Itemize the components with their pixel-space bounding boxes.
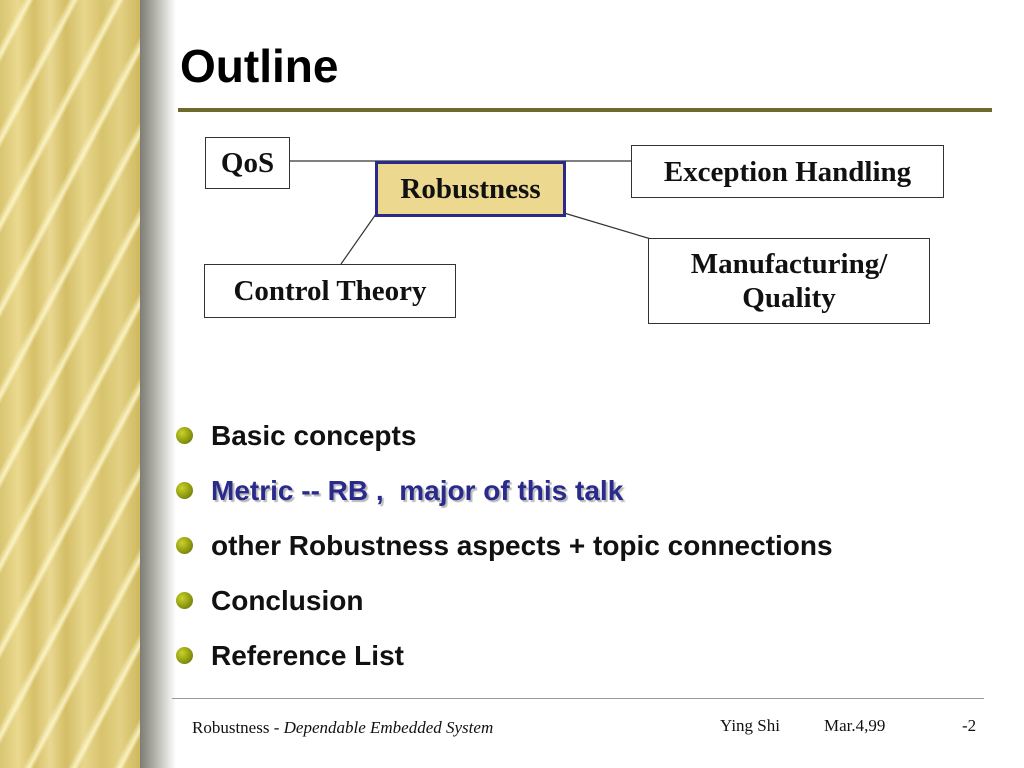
list-item: other Robustness aspects + topic connect… [176,518,833,573]
side-band-shadow [140,0,176,768]
list-item: Metric -- RB , major of this talk [176,463,833,518]
node-qos-label: QoS [220,147,275,179]
bullet-text: Basic concepts [211,419,417,451]
bullet-text: other Robustness aspects + topic connect… [211,529,833,561]
slide-title: Outline [180,40,339,92]
footer-author: Ying Shi [720,716,780,735]
bullet-dot-icon [176,427,193,444]
node-qos: QoS [205,137,290,189]
node-manufacturing-label-line1: Manufacturing/ [690,248,888,280]
list-item: Conclusion [176,573,833,628]
footer-divider [172,698,984,699]
node-exception-handling: Exception Handling [631,145,944,198]
bullet-text-emphasized: Metric -- RB , major of this talk [211,474,624,506]
list-item: Reference List [176,628,833,683]
footer-deck-title-plain: Robustness - [192,718,284,737]
bullet-dot-icon [176,482,193,499]
node-robustness: Robustness [375,161,566,217]
footer-deck-title: Robustness - Dependable Embedded System [192,718,493,738]
decorative-side-band [0,0,140,768]
node-manufacturing-label-line2: Quality [742,282,836,314]
connector-robustness-manufacturing [563,212,652,240]
bullet-dot-icon [176,592,193,609]
connector-robustness-control [340,213,377,265]
bullet-text: Reference List [211,639,404,671]
node-control-theory-label: Control Theory [233,275,427,307]
node-robustness-label: Robustness [400,173,541,205]
title-underline [178,108,992,112]
node-manufacturing-quality: Manufacturing/ Quality [648,238,930,324]
bullet-dot-icon [176,537,193,554]
node-exception-handling-label: Exception Handling [663,155,912,188]
list-item: Basic concepts [176,408,833,463]
footer-date: Mar.4,99 [824,716,886,735]
bullet-dot-icon [176,647,193,664]
outline-bullet-list: Basic concepts Metric -- RB , major of t… [176,408,833,683]
bullet-text: Conclusion [211,584,364,616]
node-control-theory: Control Theory [204,264,456,318]
footer-deck-title-italic: Dependable Embedded System [283,718,494,737]
footer-page-number: -2 [962,716,977,735]
